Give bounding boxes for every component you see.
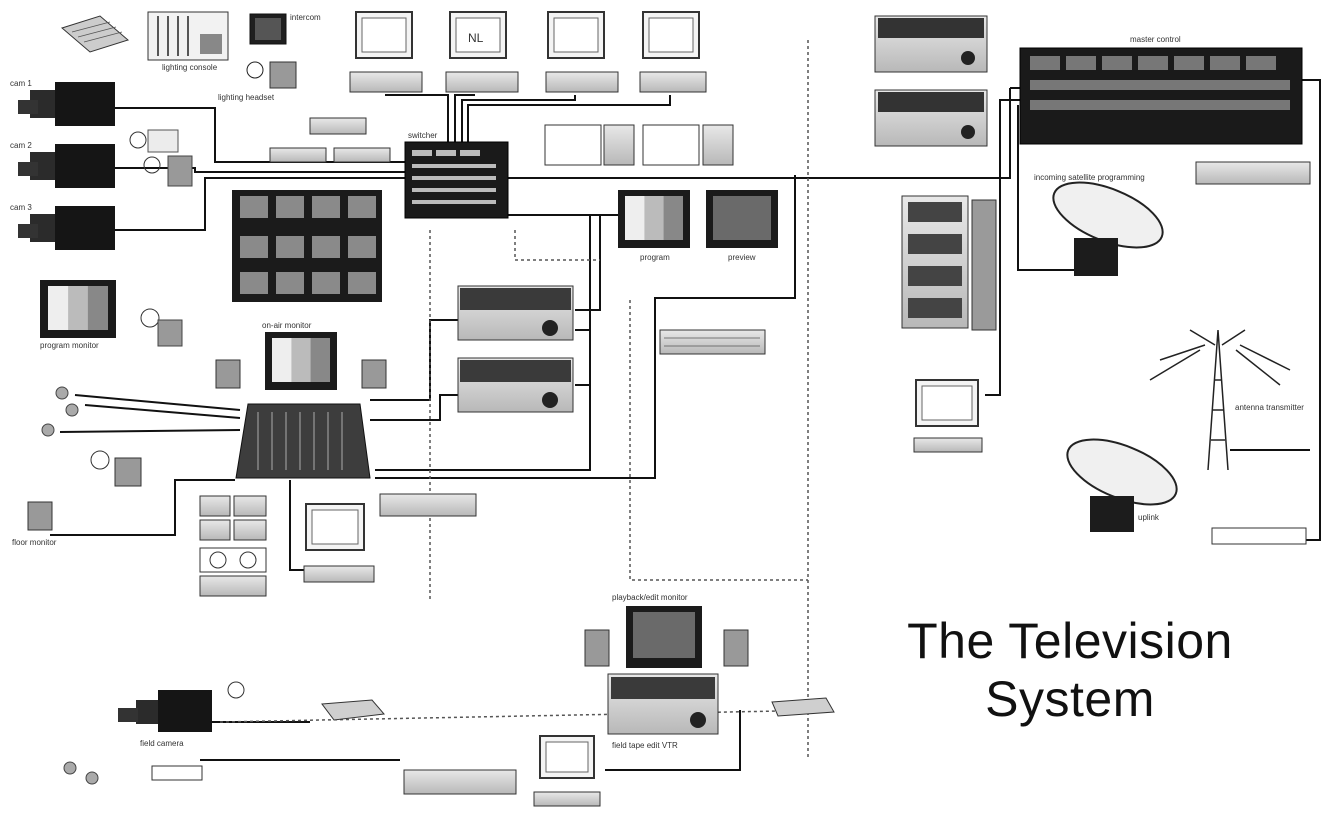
cam2-label: cam 2: [10, 141, 32, 150]
top-computer-monitors: NL: [349, 11, 707, 93]
diagram-title: The Television System: [860, 612, 1280, 728]
field-camera: field camera: [63, 681, 245, 785]
preview-label: preview: [728, 253, 756, 262]
microphones: [41, 386, 79, 437]
satellite-label: incoming satellite programming: [1034, 173, 1145, 182]
signal-wires: [50, 79, 1321, 771]
waveform-monitors: [544, 124, 734, 166]
uplink-label: uplink: [1138, 513, 1160, 522]
master-control-racks: [874, 15, 988, 147]
satellite-dish-receive: incoming satellite programming: [1034, 173, 1164, 276]
playback-edit-station: playback/edit monitor field tape edit VT…: [403, 593, 835, 807]
effects-units: [269, 117, 391, 163]
preview-monitor-label: on-air monitor: [262, 321, 312, 330]
reference-wires: [219, 40, 831, 760]
camera-headsets: [129, 129, 193, 187]
master-control-console: master control: [1019, 35, 1311, 185]
floor-monitor: floor monitor: [12, 501, 57, 547]
studio-camera-1: cam 1: [10, 79, 115, 126]
title-line-1: The Television: [907, 613, 1233, 669]
svg-text:lighting console: lighting console: [162, 63, 218, 72]
monitor-wall: [232, 190, 382, 302]
production-switcher: switcher: [404, 131, 509, 219]
program-label: program: [640, 253, 670, 262]
field-camera-label: field camera: [140, 739, 184, 748]
svg-text:NL: NL: [468, 31, 484, 45]
master-control-label: master control: [1130, 35, 1181, 44]
floor-monitor-label: floor monitor: [12, 538, 57, 547]
cam1-label: cam 1: [10, 79, 32, 88]
equipment-rack: [901, 195, 997, 331]
patch-bay: [659, 329, 766, 355]
title-line-2: System: [985, 671, 1155, 727]
studio-camera-2: cam 2: [10, 141, 115, 188]
playback-label: playback/edit monitor: [612, 593, 688, 602]
switcher-label: switcher: [408, 131, 438, 140]
transmitter-tower: antenna transmitter: [1149, 329, 1304, 471]
field-tape-deck: [321, 699, 385, 721]
vtr-decks: [457, 285, 574, 413]
svg-text:intercom: intercom: [290, 13, 321, 22]
svg-text:lighting headset: lighting headset: [218, 93, 275, 102]
audio-sources: [199, 493, 477, 597]
satellite-dish-uplink: uplink: [1066, 438, 1307, 545]
cam3-label: cam 3: [10, 203, 32, 212]
studio-camera-3: cam 3: [10, 203, 115, 250]
program-monitor-label: program monitor: [40, 341, 99, 350]
audio-console: [90, 403, 371, 487]
traffic-computer: [913, 379, 983, 453]
lighting-control: lighting console intercom lighting heads…: [60, 11, 321, 102]
program-monitor: program monitor: [40, 280, 183, 350]
edit-vtr-label: field tape edit VTR: [612, 741, 678, 750]
tx-antenna-label: antenna transmitter: [1235, 403, 1304, 412]
on-air-monitor: on-air monitor: [215, 321, 387, 390]
program-preview-monitors: program preview: [618, 190, 778, 262]
